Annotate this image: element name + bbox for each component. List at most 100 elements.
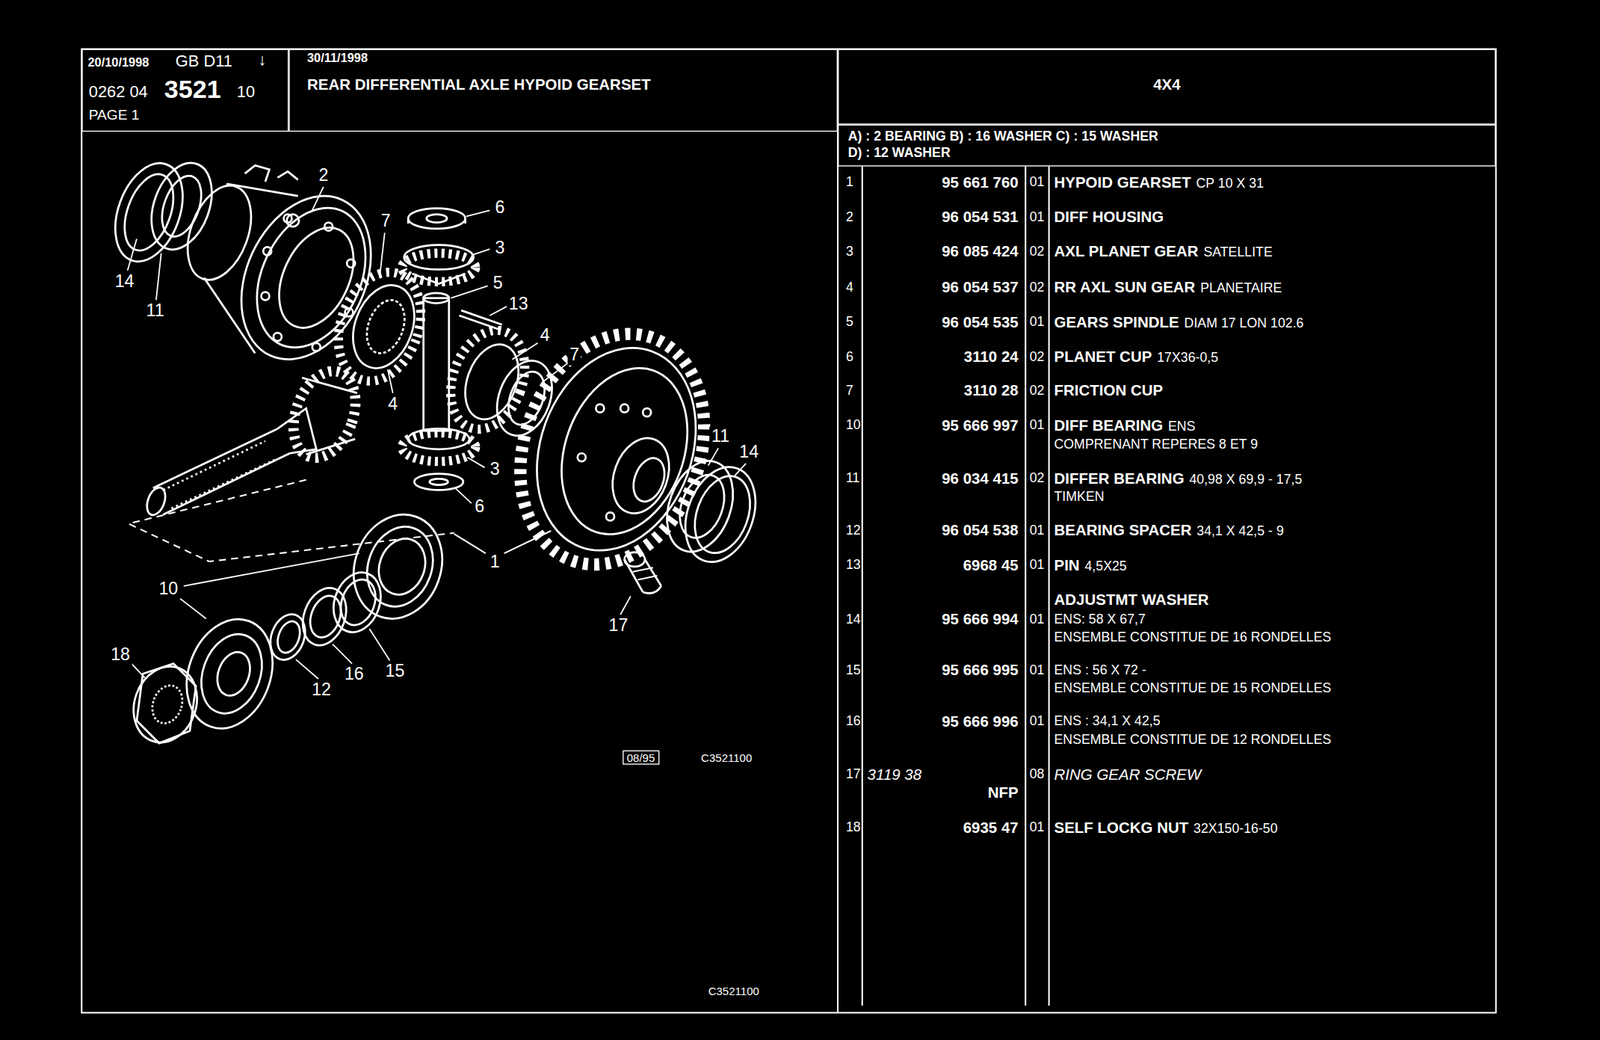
part-description-line: ENSEMBLE CONSTITUE DE 15 RONDELLES	[1053, 680, 1331, 696]
frame-lines-stroke	[1024, 166, 1027, 1006]
part-number-line: 3110 28	[964, 381, 1019, 399]
callout-number: 6	[493, 198, 507, 219]
quantity: 01	[1029, 521, 1045, 537]
part-number: 96 034 415	[941, 468, 1019, 486]
part-outlines-stroke	[334, 574, 382, 630]
item-number-line: 18	[845, 819, 861, 835]
part-outlines-stroke	[642, 408, 651, 417]
leader-lines-stroke	[295, 659, 319, 679]
part-outlines-stroke	[143, 485, 169, 518]
callout-number-line: 4	[385, 393, 400, 415]
callout-number-line: 7	[378, 211, 393, 232]
callout-number: 14	[737, 441, 761, 462]
item-number: 2	[845, 208, 854, 224]
quantity-line: 02	[1029, 381, 1045, 397]
part-description-line: GEARS SPINDLEDIAM 17 LON 102.6	[1053, 313, 1304, 331]
part-description: 34,1 X 42,5 - 9	[1196, 523, 1284, 539]
part-outlines-stroke	[153, 428, 290, 515]
part-description-line: ENS: 58 X 67,7	[1053, 610, 1145, 626]
leader-lines-stroke	[511, 343, 538, 360]
item-number: 15	[845, 661, 861, 677]
part-description-line: RING GEAR SCREW	[1053, 764, 1201, 782]
part-description-line: DIFF HOUSING	[1053, 207, 1164, 225]
part-outlines-stroke	[673, 457, 769, 572]
part-description-line: DIFF BEARINGENS	[1053, 415, 1195, 433]
item-number-line: 15	[845, 661, 861, 677]
date-stamp-line: 08/95	[622, 750, 660, 765]
item-number: 14	[845, 610, 861, 626]
part-number-line: 96 085 424	[941, 242, 1019, 260]
callout-number: 10	[156, 578, 181, 599]
quantity-line: 01	[1029, 417, 1045, 432]
part-number: 3110 24	[964, 347, 1019, 365]
quantity: 02	[1029, 470, 1045, 486]
callout-number-line: 11	[709, 426, 732, 447]
quantity-line: 01	[1029, 174, 1045, 190]
quantity-line: 01	[1029, 610, 1045, 626]
part-outlines-stroke	[408, 428, 470, 449]
callout-number: 7	[378, 211, 393, 232]
item-number: 18	[845, 819, 861, 835]
part-outlines-stroke	[539, 350, 710, 553]
leader-lines-stroke	[708, 447, 719, 465]
part-outlines-stroke	[263, 246, 272, 255]
quantity: 08	[1029, 765, 1045, 781]
leader-lines-stroke	[467, 457, 485, 468]
part-description: PLANET CUP	[1053, 347, 1152, 365]
quantity: 01	[1029, 313, 1045, 329]
callout-number-line: 6	[493, 198, 507, 219]
part-outlines-stroke	[215, 174, 396, 381]
callout-number: 5	[490, 273, 505, 294]
part-description: DIFF BEARING	[1053, 415, 1163, 433]
part-number-line: 96 054 537	[941, 278, 1019, 296]
item-number-line: 4	[845, 278, 854, 294]
quantity-line: 02	[1029, 278, 1045, 294]
quantity-line: 02	[1029, 243, 1045, 259]
quantity: 02	[1029, 381, 1045, 397]
item-number-line: 14	[845, 610, 861, 626]
leader-lines-stroke	[156, 253, 162, 301]
item-number-line: 13	[845, 556, 861, 572]
part-outlines-stroke	[301, 377, 358, 454]
part-description-line: ENS : 34,1 X 42,5	[1053, 712, 1160, 728]
item-number-line: 12	[845, 521, 861, 537]
quantity-line: 01	[1029, 556, 1045, 572]
cell-text: 30/11/1998	[307, 50, 368, 66]
part-outlines-stroke	[408, 208, 465, 229]
part-description: HYPOID GEARSET	[1053, 172, 1191, 190]
callout-number-line: 3	[493, 237, 507, 258]
callout-number: 16	[342, 664, 366, 685]
part-outlines-stroke	[632, 567, 658, 580]
part-number: 95 666 994	[941, 609, 1019, 627]
callout-number: 12	[309, 679, 333, 700]
quantity-line: 02	[1029, 348, 1045, 364]
part-number: 95 666 997	[941, 415, 1019, 433]
part-number: 96 054 535	[941, 313, 1019, 331]
quantity-line: 01	[1029, 208, 1045, 224]
part-description-line: PLANET CUP17X36-0,5	[1053, 347, 1219, 365]
part-outlines-stroke	[487, 352, 562, 444]
part-number-line: 6968 45	[963, 555, 1019, 573]
part-outlines-stroke	[577, 452, 586, 462]
item-number: 1	[845, 174, 854, 190]
part-description: RING GEAR SCREW	[1053, 764, 1201, 782]
leader-lines-stroke	[466, 209, 490, 216]
part-description: 32X150-16-50	[1193, 819, 1278, 835]
part-description-line: ENSEMBLE CONSTITUE DE 12 RONDELLES	[1053, 730, 1331, 746]
leader-lines-stroke	[369, 628, 390, 660]
callout-number: 18	[108, 644, 132, 666]
part-note: NFP	[987, 783, 1019, 801]
part-description-line: HYPOID GEARSETCP 10 X 31	[1053, 172, 1264, 190]
item-number: 10	[845, 417, 861, 432]
item-number: 7	[845, 381, 854, 397]
part-description-line: AXL PLANET GEARSATELLITE	[1053, 242, 1272, 260]
part-description-line: COMPRENANT REPERES 8 ET 9	[1053, 436, 1258, 452]
callout-number: 4	[385, 393, 400, 415]
figure-ref: C3521100	[700, 751, 752, 764]
leader-lines-stroke	[471, 248, 491, 255]
callout-number-line: 14	[737, 441, 761, 462]
item-number: 17	[845, 765, 861, 781]
leader-lines-stroke	[332, 644, 352, 664]
quantity-line: 01	[1029, 819, 1045, 835]
quantity: 01	[1029, 208, 1045, 224]
